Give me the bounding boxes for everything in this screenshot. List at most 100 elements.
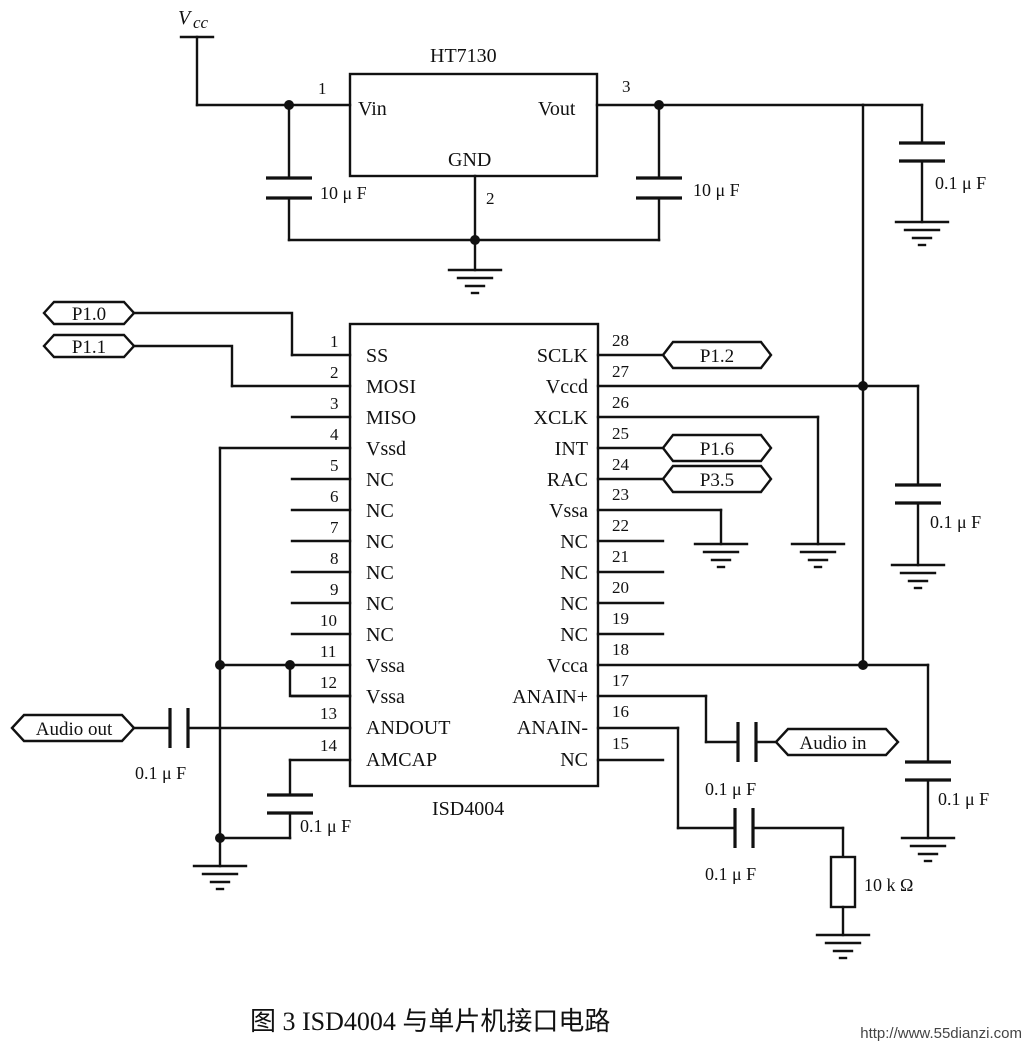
left-pin-6-num: 6	[330, 487, 339, 506]
right-pin-15-num: 15	[612, 734, 629, 753]
capacitor-ain-minus-value: 0.1 μ F	[705, 864, 756, 884]
regulator-gnd-label: GND	[448, 149, 491, 171]
left-pin-5-num: 5	[330, 456, 339, 475]
left-pin-1-num: 1	[330, 332, 339, 351]
left-pin-4-name: Vssd	[366, 438, 406, 460]
left-pin-9-name: NC	[366, 593, 394, 615]
port-p3-5: P3.5	[661, 464, 773, 494]
right-pin-27-num: 27	[612, 362, 630, 381]
right-pin-16-num: 16	[612, 702, 629, 721]
capacitor-top-decoupling: 0.1 μ F	[861, 103, 986, 247]
port-p1-6: P1.6	[661, 433, 773, 463]
right-pin-26-num: 26	[612, 393, 629, 412]
right-pin-27-name: Vccd	[546, 376, 588, 398]
capacitor-output: 10 μ F	[636, 176, 740, 200]
chip-left-pin-stubs	[186, 353, 352, 762]
left-pin-7-name: NC	[366, 531, 394, 553]
left-pin-3-name: MISO	[366, 407, 416, 429]
left-pin-11-num: 11	[320, 642, 336, 661]
right-pin-25-name: INT	[555, 438, 588, 460]
chip-left-pin-labels: 1 2 3 4 5 6 7 8 9 10 11 12 13 14 SS MOSI…	[320, 332, 450, 771]
port-p1-0: P1.0	[42, 300, 294, 357]
port-p1-1-label: P1.1	[72, 337, 106, 358]
port-audio-in-label: Audio in	[799, 733, 867, 754]
left-pin-4-num: 4	[330, 425, 339, 444]
right-pin-21-num: 21	[612, 547, 629, 566]
chip-right-pin-labels: 28 27 26 25 24 23 22 21 20 19 18 17 16 1…	[512, 331, 629, 771]
port-p1-2-label: P1.2	[700, 346, 734, 367]
regulator-body	[348, 72, 599, 178]
capacitor-audio-out-value: 0.1 μ F	[135, 763, 186, 783]
capacitor-input: 10 μ F	[266, 176, 367, 203]
right-pin-20-name: NC	[560, 593, 588, 615]
left-pin-3-num: 3	[330, 394, 339, 413]
right-pin-17-name: ANAIN+	[512, 686, 588, 708]
right-pin-15-name: NC	[560, 749, 588, 771]
resistor-value: 10 k Ω	[864, 875, 913, 895]
regulator-pin-2: 2	[486, 189, 495, 208]
right-pin-24-name: RAC	[547, 469, 588, 491]
chip-name: ISD4004	[432, 798, 504, 820]
vcc-terminal: V cc	[178, 7, 215, 107]
port-p1-1: P1.1	[42, 333, 234, 388]
capacitor-vccd: 0.1 μ F	[858, 381, 981, 590]
chip-isd4004: ISD4004	[348, 322, 600, 820]
resistor-10k: 10 k Ω	[815, 855, 913, 960]
right-pin-20-num: 20	[612, 578, 629, 597]
port-audio-out-label: Audio out	[36, 719, 113, 740]
regulator-pin-1: 1	[318, 79, 327, 98]
port-p1-0-label: P1.0	[72, 304, 106, 325]
left-pin-7-num: 7	[330, 518, 339, 537]
regulator-pin-3: 3	[622, 77, 631, 96]
right-pin-19-name: NC	[560, 624, 588, 646]
left-pin-12-name: Vssa	[366, 686, 405, 708]
watermark: http://www.55dianzi.com	[860, 1025, 1022, 1042]
vssa-pin23-ground	[693, 508, 749, 569]
chip-body	[348, 322, 600, 788]
left-pin-10-num: 10	[320, 611, 337, 630]
left-pin-5-name: NC	[366, 469, 394, 491]
right-pin-16-name: ANAIN-	[517, 717, 588, 739]
port-audio-out: Audio out	[10, 713, 136, 743]
capacitor-top-value: 0.1 μ F	[935, 173, 986, 193]
vcc-subscript: cc	[193, 13, 209, 32]
right-pin-18-name: Vcca	[547, 655, 588, 677]
left-pin-12-num: 12	[320, 673, 337, 692]
right-pin-28-num: 28	[612, 331, 629, 350]
regulator-name: HT7130	[430, 45, 497, 67]
right-pin-26-name: XCLK	[534, 407, 589, 429]
regulator-vin-label: Vin	[358, 98, 387, 120]
capacitor-amcap: 0.1 μ F	[267, 758, 351, 840]
chip-right-pin-stubs	[596, 353, 865, 762]
left-pin-14-num: 14	[320, 736, 338, 755]
capacitor-ain-plus-value: 0.1 μ F	[705, 779, 756, 799]
audio-in-path: 0.1 μ F	[704, 694, 778, 799]
right-pin-17-num: 17	[612, 671, 630, 690]
port-p1-6-label: P1.6	[700, 439, 734, 460]
right-pin-22-num: 22	[612, 516, 629, 535]
left-pin-13-name: ANDOUT	[366, 717, 450, 739]
capacitor-vcca-value: 0.1 μ F	[938, 789, 989, 809]
capacitor-input-value: 10 μ F	[320, 183, 367, 203]
right-pin-21-name: NC	[560, 562, 588, 584]
capacitor-audio-out: 0.1 μ F	[132, 708, 190, 783]
port-p3-5-label: P3.5	[700, 470, 734, 491]
regulator-ht7130: HT7130 Vin Vout GND 1 2 3	[318, 45, 631, 208]
right-pin-25-num: 25	[612, 424, 629, 443]
regulator-vout-label: Vout	[538, 98, 576, 120]
capacitor-vcca: 0.1 μ F	[858, 660, 989, 863]
capacitor-amcap-value: 0.1 μ F	[300, 816, 351, 836]
left-pin-8-num: 8	[330, 549, 339, 568]
left-pin-1-name: SS	[366, 345, 388, 367]
left-pin-9-num: 9	[330, 580, 339, 599]
right-pin-28-name: SCLK	[537, 345, 589, 367]
right-pin-23-name: Vssa	[549, 500, 588, 522]
left-pin-10-name: NC	[366, 624, 394, 646]
port-p1-2: P1.2	[661, 340, 773, 370]
left-pin-2-name: MOSI	[366, 376, 416, 398]
xclk-pin26-ground	[790, 415, 846, 569]
vcc-label: V	[178, 7, 193, 29]
anain-minus-path: 0.1 μ F	[676, 726, 845, 884]
right-pin-18-num: 18	[612, 640, 629, 659]
